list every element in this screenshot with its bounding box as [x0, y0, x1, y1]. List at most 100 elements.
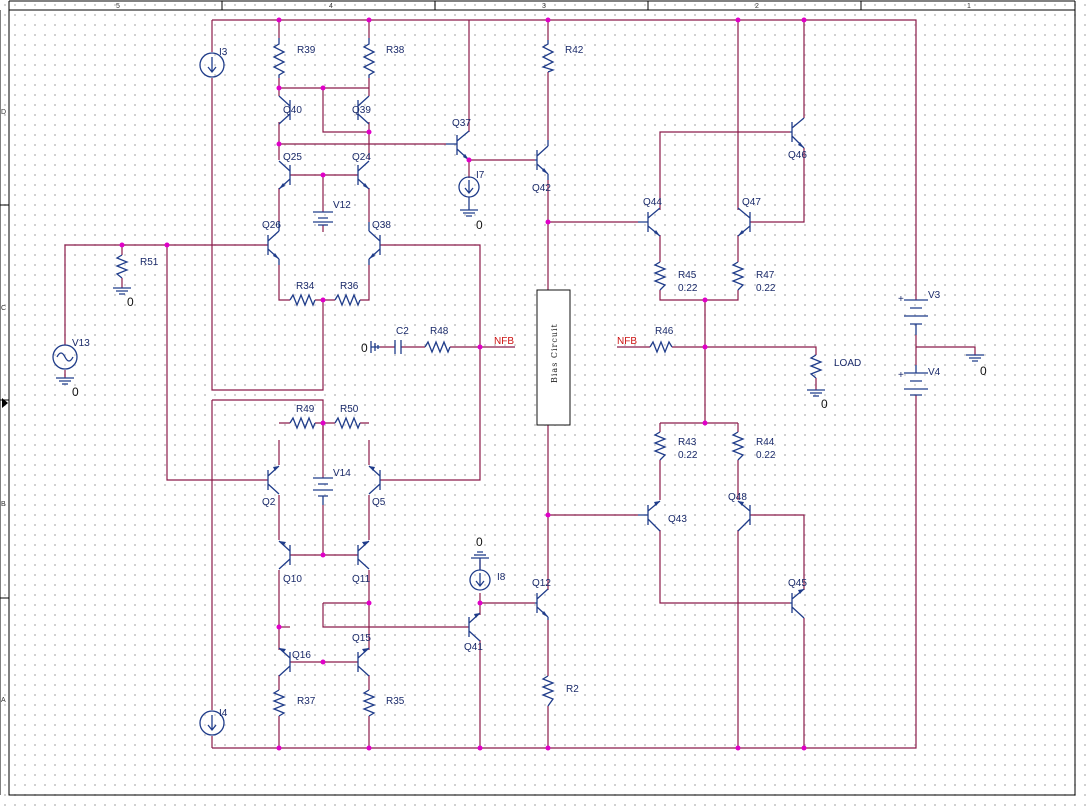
transistor-Q42	[535, 140, 549, 180]
value-R44: 0.22	[756, 450, 776, 461]
resistor-R42	[541, 40, 555, 73]
svg-text:+: +	[898, 294, 904, 305]
transistor-Q12	[535, 588, 549, 620]
label-Q11: Q11	[352, 574, 371, 585]
transistor-Q16	[278, 647, 291, 677]
value-R43: 0.22	[678, 450, 698, 461]
ground-label-i8: 0	[476, 535, 483, 549]
battery-V14	[313, 477, 333, 505]
label-I4: I4	[219, 708, 228, 719]
label-R43: R43	[678, 437, 697, 448]
label-Q38: Q38	[372, 220, 391, 231]
label-Q42: Q42	[532, 183, 551, 194]
ground-label-i7: 0	[476, 218, 483, 232]
transistor-Q41	[468, 612, 481, 642]
label-R48: R48	[430, 326, 449, 337]
battery-V4: +	[898, 365, 928, 396]
label-R47: R47	[756, 270, 775, 281]
svg-text:+: +	[898, 370, 904, 381]
resistors	[115, 38, 823, 717]
transistor-Q2	[267, 465, 280, 495]
transistor-Q37	[446, 130, 470, 161]
resistor-R44	[731, 431, 745, 461]
label-R49: R49	[296, 404, 315, 415]
transistor-Q11	[357, 540, 370, 570]
net-label-nfb-1: NFB	[494, 336, 514, 347]
transistor-Q10	[278, 540, 291, 570]
label-C2: C2	[396, 326, 409, 337]
ground-symbol	[113, 287, 131, 295]
label-I3: I3	[219, 47, 228, 58]
current-sources	[199, 52, 491, 736]
resistor-R48	[424, 340, 451, 354]
ground-label-load: 0	[821, 397, 828, 411]
label-R46: R46	[655, 326, 674, 337]
label-R34: R34	[296, 281, 315, 292]
zone-label-1: 1	[967, 3, 971, 10]
label-Q5: Q5	[372, 497, 386, 508]
ground-label-c2: 0	[361, 341, 368, 355]
zone-label-B: B	[1, 501, 6, 508]
transistor-Q46	[790, 117, 805, 149]
transistor-Q47	[737, 207, 751, 237]
resistor-R49	[289, 416, 316, 430]
resistor-R47	[731, 261, 745, 291]
resistor-R36	[334, 293, 361, 307]
resistor-R46	[649, 340, 673, 354]
resistor-R39	[272, 38, 286, 78]
label-R39: R39	[297, 45, 316, 56]
label-Q2: Q2	[262, 497, 276, 508]
transistor-Q40	[278, 95, 291, 125]
zone-label-C: C	[1, 305, 6, 312]
label-Q37: Q37	[452, 118, 471, 129]
transistor-Q25	[278, 160, 291, 190]
sheet-border: 5 4 3 2 1 D C B A	[0, 0, 1076, 796]
current-source-I8	[469, 551, 491, 591]
ground-symbol	[807, 389, 825, 397]
voltage-sources: + +	[52, 211, 928, 505]
label-V14: V14	[333, 468, 351, 479]
ground-symbol	[56, 377, 74, 385]
wires	[64, 19, 976, 749]
component-labels: I3 I4 I7 I8 Q40 Q39 Q25 Q24 Q26 Q38 Q2 Q…	[72, 45, 987, 719]
label-V3: V3	[928, 290, 941, 301]
current-source-I4	[199, 710, 225, 736]
label-R50: R50	[340, 404, 359, 415]
battery-V12	[313, 211, 333, 226]
resistor-R34	[289, 293, 316, 307]
current-source-I3	[199, 52, 225, 78]
transistors	[267, 95, 805, 677]
label-Q46: Q46	[788, 150, 807, 161]
label-I8: I8	[497, 572, 506, 583]
zone-label-2: 2	[755, 3, 759, 10]
label-R37: R37	[297, 696, 316, 707]
ground-label-supply: 0	[980, 364, 987, 378]
resistor-R50	[334, 416, 361, 430]
zone-label-3: 3	[542, 3, 546, 10]
label-Q45: Q45	[788, 578, 807, 589]
label-I7: I7	[476, 170, 485, 181]
transistor-Q43	[638, 500, 661, 532]
label-R42: R42	[565, 45, 584, 56]
transistor-Q15	[357, 647, 370, 677]
label-Q24: Q24	[352, 152, 371, 163]
bias-circuit-block: Bias Circuit	[536, 289, 571, 426]
ground-label-v13: 0	[72, 385, 79, 399]
label-Q25: Q25	[283, 152, 302, 163]
transistor-Q39	[357, 95, 370, 125]
label-Q12: Q12	[532, 578, 551, 589]
label-Q39: Q39	[352, 105, 371, 116]
grounds	[56, 287, 984, 397]
resistor-R38	[362, 38, 376, 78]
value-R45: 0.22	[678, 283, 698, 294]
label-Q44: Q44	[643, 197, 662, 208]
label-R44: R44	[756, 437, 775, 448]
junction-dots	[119, 17, 807, 751]
ac-source-V13	[52, 344, 78, 370]
transistor-Q26	[267, 222, 280, 265]
net-label-nfb-2: NFB	[617, 336, 637, 347]
transistor-Q38	[368, 222, 381, 265]
resistor-R51	[115, 254, 129, 279]
label-Q47: Q47	[742, 197, 761, 208]
